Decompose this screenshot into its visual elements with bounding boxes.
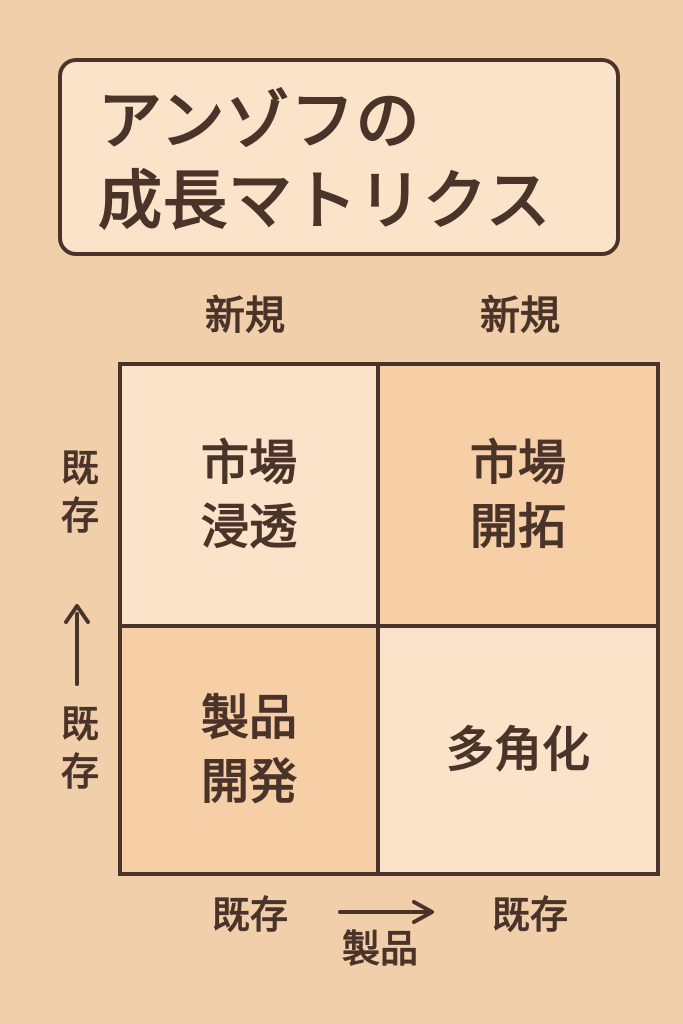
- bottom-axis-title: 製品: [341, 927, 418, 971]
- arrow-right-icon: [338, 900, 434, 924]
- row-label-bottom: 既 存: [60, 702, 99, 794]
- cell-market-penetration: 市場 浸透: [122, 366, 380, 628]
- matrix-grid: 市場 浸透 市場 開拓 製品 開発 多角化: [118, 362, 660, 876]
- title-box: アンゾフの 成長マトリクス: [58, 58, 620, 256]
- bottom-label-right: 既存: [491, 893, 568, 937]
- column-label-right: 新規: [480, 293, 560, 339]
- cell-product-development: 製品 開発: [122, 628, 380, 872]
- cell-market-development: 市場 開拓: [380, 366, 656, 628]
- row-label-top: 既 存: [60, 446, 99, 538]
- arrow-up-icon: [64, 604, 90, 686]
- cell-diversification: 多角化: [380, 628, 656, 872]
- title-line-1: アンゾフの: [98, 85, 421, 159]
- title-line-2: 成長マトリクス: [98, 165, 552, 239]
- column-label-left: 新規: [205, 293, 285, 339]
- bottom-label-left: 既存: [211, 893, 288, 937]
